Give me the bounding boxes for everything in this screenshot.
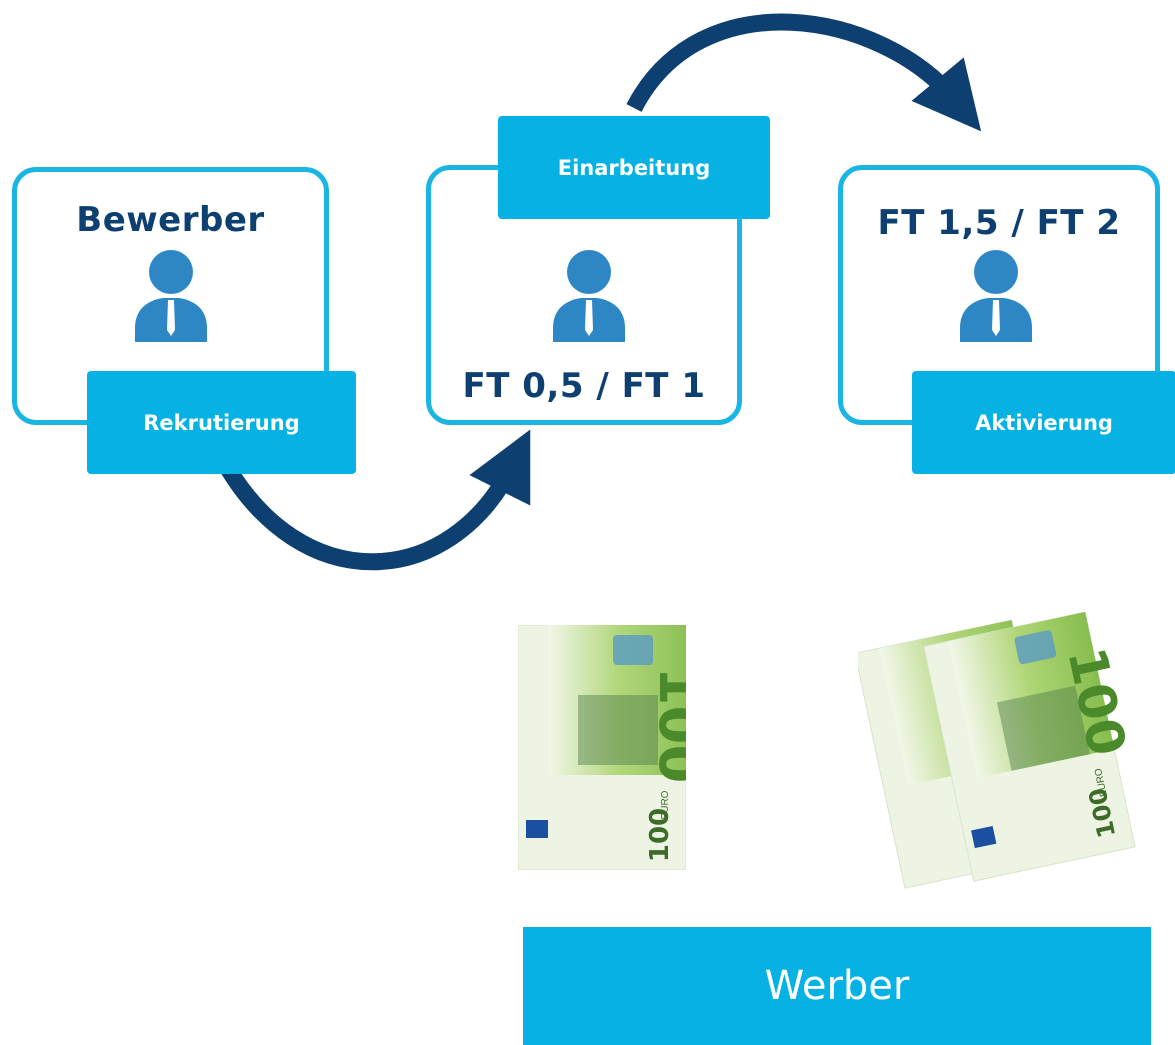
bill-denomination-small: 100: [645, 808, 675, 862]
person-icon: [553, 250, 625, 342]
banknote-100-euro-icon: 100 100 EURO: [517, 624, 711, 871]
arrow-top: [626, 13, 982, 132]
stage-tag-rekrutierung: Rekrutierung: [87, 371, 356, 474]
bill-denomination: 100: [646, 667, 686, 784]
werber-label: Werber: [523, 927, 1151, 1045]
banknotes-two-100-euro-icon: 100 100 100 EURO: [854, 611, 1138, 892]
bill-currency: EURO: [660, 790, 671, 819]
stage-title-ft1: FT 0,5 / FT 1: [462, 366, 706, 406]
stage-tag-aktivierung: Aktivierung: [912, 371, 1175, 474]
stage-title-ft2: FT 1,5 / FT 2: [877, 203, 1121, 243]
person-icon: [960, 250, 1032, 342]
stage-title-bewerber: Bewerber: [76, 200, 265, 240]
arrow-bottom: [214, 429, 531, 571]
person-icon: [135, 250, 207, 342]
stage-tag-einarbeitung: Einarbeitung: [498, 116, 770, 219]
